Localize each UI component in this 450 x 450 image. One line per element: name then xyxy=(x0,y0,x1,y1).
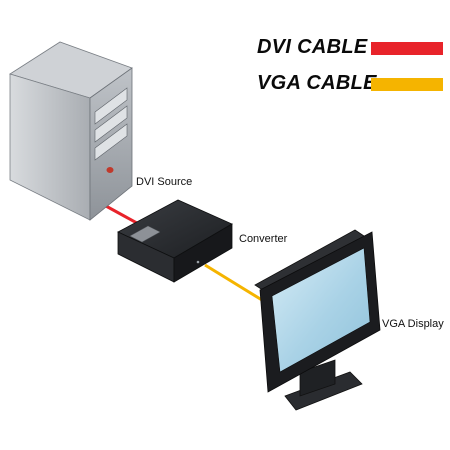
legend-vga-swatch xyxy=(371,78,443,91)
converter-box xyxy=(117,199,233,283)
monitor-screen xyxy=(271,247,371,373)
legend-vga-label: VGA CABLE xyxy=(257,72,377,94)
vga-cable xyxy=(204,263,263,302)
dvi-source-label: DVI Source xyxy=(136,176,193,188)
converter-label: Converter xyxy=(239,233,288,245)
dvi-source-computer xyxy=(9,41,133,221)
brand-label-icon xyxy=(129,225,161,243)
vga-display-label: VGA Display xyxy=(382,318,444,330)
vga-display-monitor xyxy=(254,229,381,411)
legend-dvi-swatch xyxy=(371,42,443,55)
power-button-icon xyxy=(106,167,114,173)
legend-dvi-label: DVI CABLE xyxy=(257,36,368,58)
